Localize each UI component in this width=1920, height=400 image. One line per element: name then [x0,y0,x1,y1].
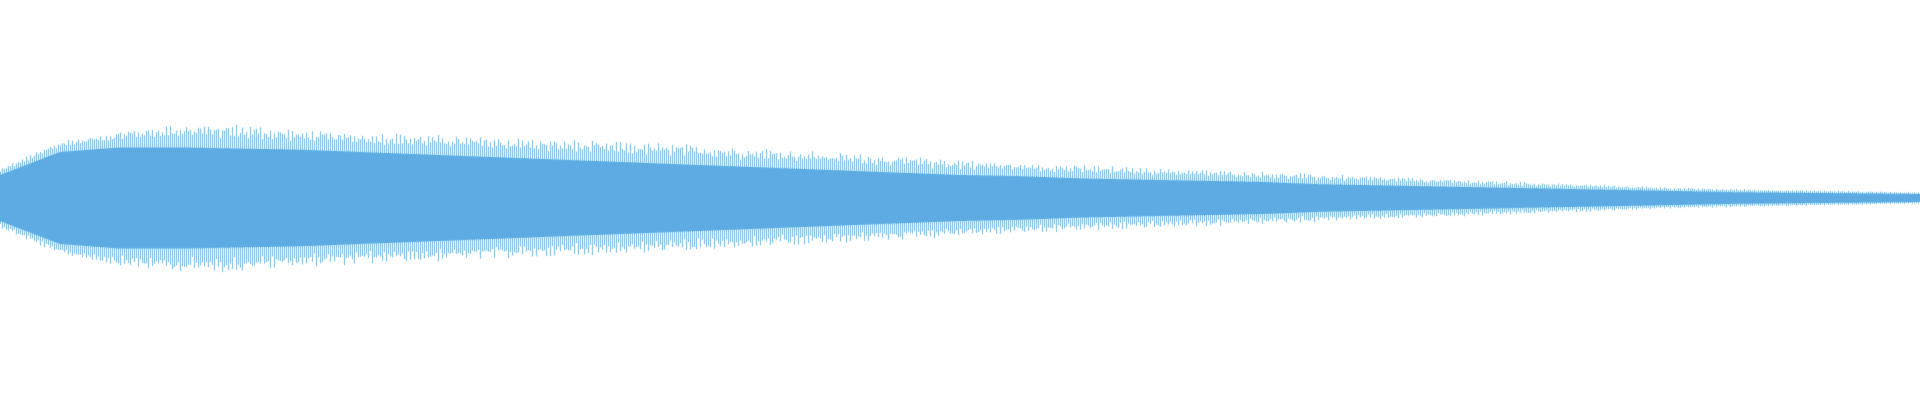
waveform-view[interactable] [0,0,1920,400]
audio-waveform[interactable] [0,0,1920,400]
